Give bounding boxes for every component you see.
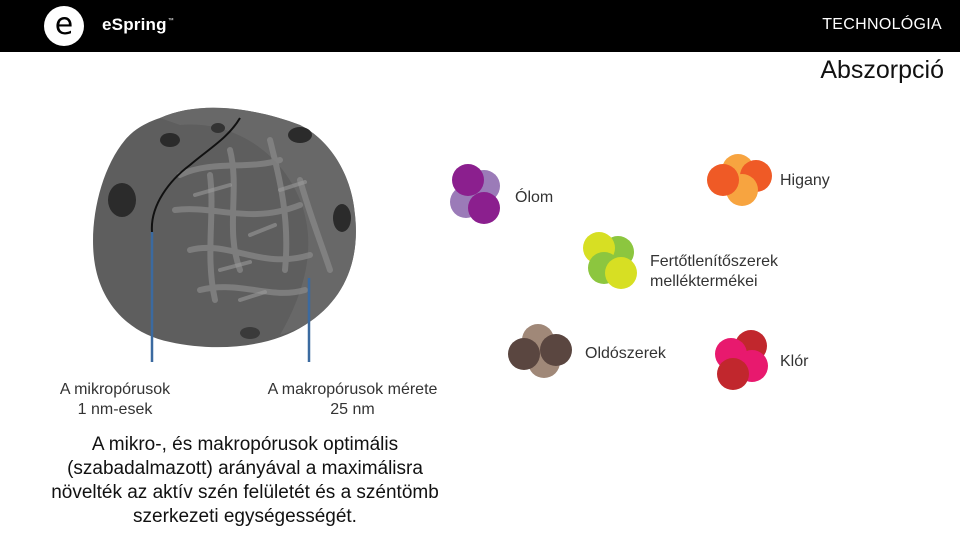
mercury-molecule-icon (707, 154, 772, 206)
chlorine-molecule-icon (715, 330, 768, 390)
summary-line: A mikro-, és makropórusok optimális (91, 434, 399, 455)
solvents-molecule-icon (508, 324, 572, 378)
summary-line: növelték az aktív szén felületét és a sz… (51, 482, 439, 503)
micropores-label: A mikropórusok 1 nm-esek (30, 380, 200, 420)
logo-letter: e (54, 7, 74, 42)
micropores-label-line2: 1 nm-esek (77, 401, 153, 418)
macropores-label-line1: A makropórusok mérete (267, 381, 438, 398)
macropores-label: A makropórusok mérete 25 nm (240, 380, 465, 420)
brand-text: eSpring (102, 15, 167, 34)
activated-carbon-particle-icon (93, 107, 356, 362)
top-bar: e eSpring™ TECHNOLÓGIA (0, 0, 960, 52)
macropores-label-line2: 25 nm (330, 401, 375, 418)
lead-label: Ólom (515, 189, 554, 206)
section-title: TECHNOLÓGIA (822, 16, 942, 33)
summary-line: szerkezeti egységességét. (133, 506, 357, 527)
disinfection-byproducts-molecule-icon (583, 232, 637, 289)
lead-molecule-icon (450, 164, 500, 224)
solvents-label: Oldószerek (585, 345, 666, 362)
brand-name: eSpring™ (102, 15, 174, 35)
disinfection-byproducts-label: Fertőtlenítőszerek melléktermékei (650, 252, 778, 292)
summary-text: A mikro-, és makropórusok optimális (sza… (20, 433, 470, 529)
chlorine-label: Klór (780, 353, 809, 370)
mercury-label: Higany (780, 172, 830, 189)
summary-line: (szabadalmazott) arányával a maximálisra (67, 458, 423, 479)
disinfection-label-line1: Fertőtlenítőszerek (650, 253, 779, 270)
espring-logo-icon: e (44, 6, 84, 46)
micropores-label-line1: A mikropórusok (59, 381, 171, 398)
trademark: ™ (167, 18, 174, 24)
page-title: Abszorpció (820, 56, 944, 84)
disinfection-label-line2: melléktermékei (650, 273, 758, 290)
